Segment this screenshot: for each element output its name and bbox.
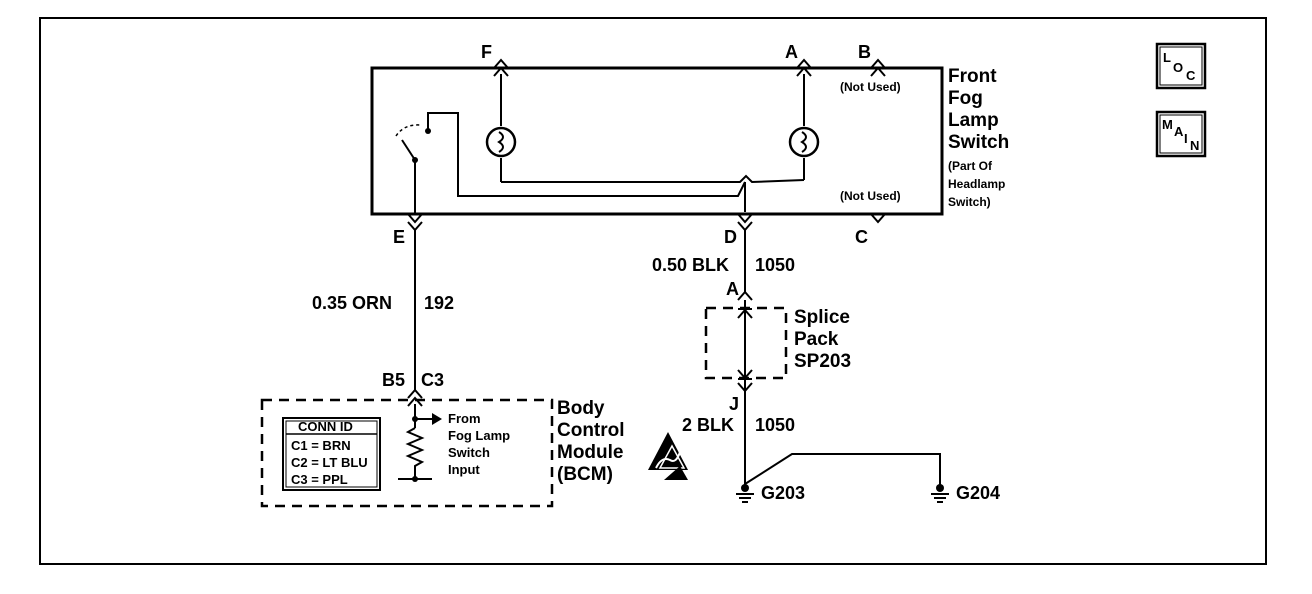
switch-housing	[370, 66, 944, 216]
pin-a-connector-icon	[796, 58, 812, 77]
pin-d-connector-icon	[737, 213, 753, 232]
splice-title-line-2: Pack	[794, 329, 839, 350]
pin-e-connector-icon	[407, 213, 423, 232]
lamp-return-wire	[501, 174, 805, 184]
pin-e-label: E	[393, 227, 405, 247]
main-icon-letter-4: N	[1190, 138, 1199, 153]
main-icon-letter-1: M	[1162, 117, 1173, 132]
bcm-input-line-2: Fog Lamp	[448, 428, 510, 443]
loc-icon-letter-1: L	[1163, 50, 1171, 65]
pin-c-label: C	[855, 227, 868, 247]
esd-warning-icon	[648, 432, 688, 480]
pin-b-label: B	[858, 42, 871, 62]
bcm-title-line-2: Control	[557, 420, 625, 441]
pin-f-connector-icon	[493, 58, 509, 77]
loc-icon-letter-3: C	[1186, 68, 1196, 83]
bcm-input-line-4: Input	[448, 462, 480, 477]
splice-pin-a-connector-icon	[737, 290, 753, 301]
splice-pin-j-label: J	[729, 394, 739, 414]
main-icon-letter-2: A	[1174, 124, 1184, 139]
blk-lower-circuit: 1050	[755, 415, 795, 435]
bcm-box	[260, 398, 554, 508]
main-icon: M A I N	[1155, 110, 1207, 158]
loc-icon: L O C	[1155, 42, 1207, 90]
pin-f-label: F	[481, 42, 492, 62]
pin-b-connector-icon	[870, 58, 886, 77]
switch-title-line-2: Fog	[948, 88, 983, 109]
bcm-input-line-1: From	[448, 411, 481, 426]
switch-contact-wire	[427, 112, 746, 197]
conn-id-header: CONN ID	[298, 419, 353, 434]
body-control-module: B5 C3 From Fog Lamp Switch Input CONN ID…	[260, 370, 625, 508]
orn-wire-gauge-color: 0.35 ORN	[312, 293, 392, 313]
switch-mechanical-link	[395, 124, 421, 137]
g203-ground-icon	[741, 484, 749, 492]
front-fog-lamp-switch: F A B (Not Used) E D C (Not Used) Fr	[370, 42, 1009, 247]
conn-id-row-3: C3 = PPL	[291, 472, 348, 487]
switch-title-line-3: Lamp	[948, 110, 999, 131]
bcm-input-arrow-icon	[432, 413, 442, 425]
lamp-a-filament	[800, 131, 807, 153]
switch-note-line-2: Headlamp	[948, 177, 1005, 191]
blk-wire-group: 0.50 BLK 1050 A Splice Pack SP203 J 2 BL…	[652, 230, 941, 485]
bcm-input-line-3: Switch	[448, 445, 490, 460]
conn-id-table	[282, 417, 381, 491]
not-used-b-label: (Not Used)	[840, 80, 901, 94]
conn-id-inner	[285, 420, 378, 488]
main-icon-letter-3: I	[1184, 131, 1188, 146]
ground-g203: G203	[736, 483, 805, 503]
ground-link-wire	[744, 453, 941, 485]
bcm-pullup-resistor-icon	[405, 427, 425, 478]
lamp-a-icon	[788, 126, 820, 158]
splice-title-line-1: Splice	[794, 307, 850, 328]
pin-d-label: D	[724, 227, 737, 247]
g204-label: G204	[956, 483, 1000, 503]
splice-pin-a-label: A	[726, 279, 739, 299]
switch-title-line-4: Switch	[948, 132, 1009, 153]
lamp-f-filament	[497, 131, 504, 153]
bcm-pin-c3-label: C3	[421, 370, 444, 390]
outer-frame	[39, 17, 1267, 565]
switch-blade	[401, 139, 416, 161]
lamp-f-icon	[485, 126, 517, 158]
bcm-title-line-4: (BCM)	[557, 464, 613, 485]
pin-a-label: A	[785, 42, 798, 62]
blk-lower-gauge-color: 2 BLK	[682, 415, 734, 435]
blk-upper-gauge-color: 0.50 BLK	[652, 255, 729, 275]
bcm-pin-b5-label: B5	[382, 370, 405, 390]
conn-id-row-2: C2 = LT BLU	[291, 455, 368, 470]
g203-label: G203	[761, 483, 805, 503]
bcm-title-line-1: Body	[557, 398, 605, 419]
bcm-resistor-node	[412, 476, 418, 482]
ground-g204: G204	[931, 483, 1000, 503]
pin-c-connector-icon	[870, 213, 886, 224]
loc-icon-letter-2: O	[1173, 60, 1183, 75]
bcm-title-line-3: Module	[557, 442, 624, 463]
g204-ground-icon	[936, 484, 944, 492]
switch-title-line-1: Front	[948, 66, 997, 87]
orn-wire-group: 0.35 ORN 192	[312, 230, 454, 390]
orn-wire-circuit: 192	[424, 293, 454, 313]
switch-note-line-1: (Part Of	[948, 159, 993, 173]
splice-title-line-3: SP203	[794, 351, 851, 372]
blk-upper-circuit: 1050	[755, 255, 795, 275]
bcm-pin-connector-icon	[407, 388, 423, 407]
conn-id-row-1: C1 = BRN	[291, 438, 351, 453]
switch-contact-pivot	[412, 157, 418, 163]
not-used-c-label: (Not Used)	[840, 189, 901, 203]
switch-note-line-3: Switch)	[948, 195, 991, 209]
